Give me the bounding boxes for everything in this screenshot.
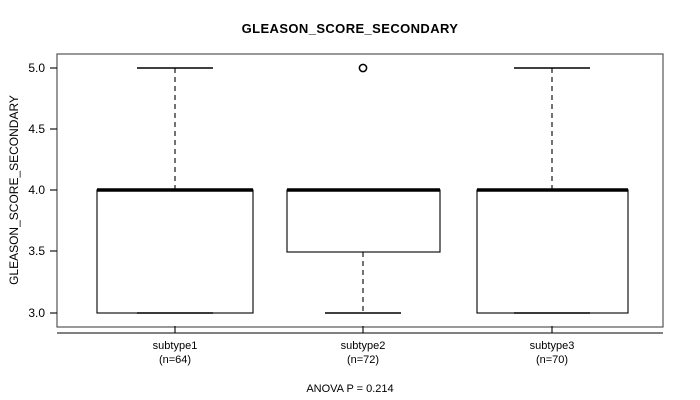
y-tick-label-3.5: 3.5	[28, 244, 45, 258]
y-tick-label-4.5: 4.5	[28, 122, 45, 136]
x-axis-group-labels: subtype1 (n=64) subtype2 (n=72) subtype3…	[153, 340, 575, 366]
y-tick-label-5.0: 5.0	[28, 61, 45, 75]
y-axis-ticks	[50, 67, 57, 314]
outlier-point-subtype2	[358, 63, 368, 73]
box-subtype3	[476, 67, 629, 314]
chart-title: GLEASON_SCORE_SECONDARY	[242, 21, 459, 36]
x-label-subtype1: subtype1	[153, 340, 198, 352]
y-tick-label-4.0: 4.0	[28, 183, 45, 197]
y-tick-label-3.0: 3.0	[28, 306, 45, 320]
x-label-subtype3: subtype3	[530, 340, 575, 352]
y-axis-title: GLEASON_SCORE_SECONDARY	[7, 95, 21, 285]
x-label-subtype2: subtype2	[341, 340, 386, 352]
box-subtype1	[96, 67, 254, 314]
x-count-subtype3: (n=70)	[536, 354, 568, 366]
box-subtype2	[286, 63, 441, 314]
x-axis	[57, 326, 663, 334]
y-axis-tick-labels: 5.0 4.5 4.0 3.5 3.0	[28, 61, 45, 320]
x-count-subtype1: (n=64)	[159, 354, 191, 366]
anova-annotation: ANOVA P = 0.214	[306, 383, 393, 395]
x-count-subtype2: (n=72)	[347, 354, 379, 366]
